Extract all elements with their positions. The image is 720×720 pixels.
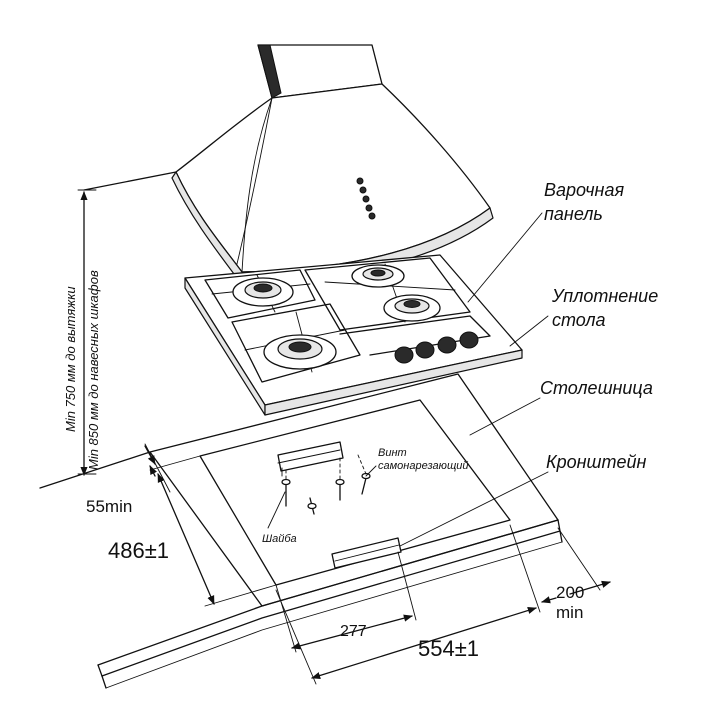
bracket-rear <box>277 441 344 477</box>
countertop-cutout <box>199 399 511 586</box>
hood-rim <box>171 171 494 283</box>
knob <box>415 341 435 359</box>
burner <box>383 294 441 322</box>
countertop-label: Столешница <box>540 378 653 398</box>
washer-label: Шайба <box>262 533 297 545</box>
knob <box>394 346 414 364</box>
width-value: 554±1 <box>418 636 479 661</box>
bracket-leader <box>399 471 549 547</box>
rear-gap-dimension <box>541 527 611 604</box>
hood-button <box>359 186 367 194</box>
hob <box>184 254 523 416</box>
control-knobs <box>394 331 479 364</box>
bracket-label: Кронштейн <box>546 452 646 472</box>
rear-gap-value-line1: 200 <box>556 583 584 602</box>
leader-lines <box>267 212 549 547</box>
width-dimension <box>275 524 541 685</box>
rear-gap-value-line2: min <box>556 603 583 622</box>
countertop <box>97 373 563 689</box>
height-dimension: Min 750 мм до вытяжки Min 850 мм до наве… <box>63 189 101 476</box>
burner <box>263 334 337 370</box>
bracket-front <box>331 537 402 569</box>
hob-leader <box>467 212 543 303</box>
washer-leader <box>267 491 286 529</box>
screw <box>335 478 345 501</box>
seal-label-line2: стола <box>552 310 606 330</box>
burner <box>232 277 294 307</box>
hood-button <box>356 177 364 185</box>
seal-leader <box>509 315 549 347</box>
knob <box>459 331 479 349</box>
washer <box>307 497 317 515</box>
hood-buttons <box>356 177 376 220</box>
depth-value: 486±1 <box>108 538 169 563</box>
hood-button <box>368 212 376 220</box>
screw-label-line1: Винт <box>378 447 407 459</box>
hood-min-note: Min 750 мм до вытяжки <box>63 286 78 432</box>
hood-button <box>362 195 370 203</box>
washer <box>281 478 291 507</box>
seal-label-line1: Уплотнение <box>551 286 658 306</box>
hood-chimney-shadow <box>257 44 282 99</box>
hob-side-edge <box>264 349 523 416</box>
wall <box>39 171 177 489</box>
screw-leader <box>365 465 377 477</box>
knob <box>437 336 457 354</box>
depth-dimension <box>149 455 277 607</box>
countertop-leader <box>469 397 541 436</box>
hood-button <box>365 204 373 212</box>
screws <box>281 454 371 515</box>
range-hood <box>171 44 494 283</box>
hob-label-line1: Варочная <box>544 180 624 200</box>
edge-gap-value: 55min <box>86 497 132 516</box>
cabinet-min-note: Min 850 мм до навесных шкафов <box>86 270 101 470</box>
bracket-offset-value: 277 <box>340 623 367 640</box>
hob-label-line2: панель <box>544 204 603 224</box>
screw-label-line2: самонарезающий <box>378 460 469 472</box>
burner <box>351 264 405 288</box>
